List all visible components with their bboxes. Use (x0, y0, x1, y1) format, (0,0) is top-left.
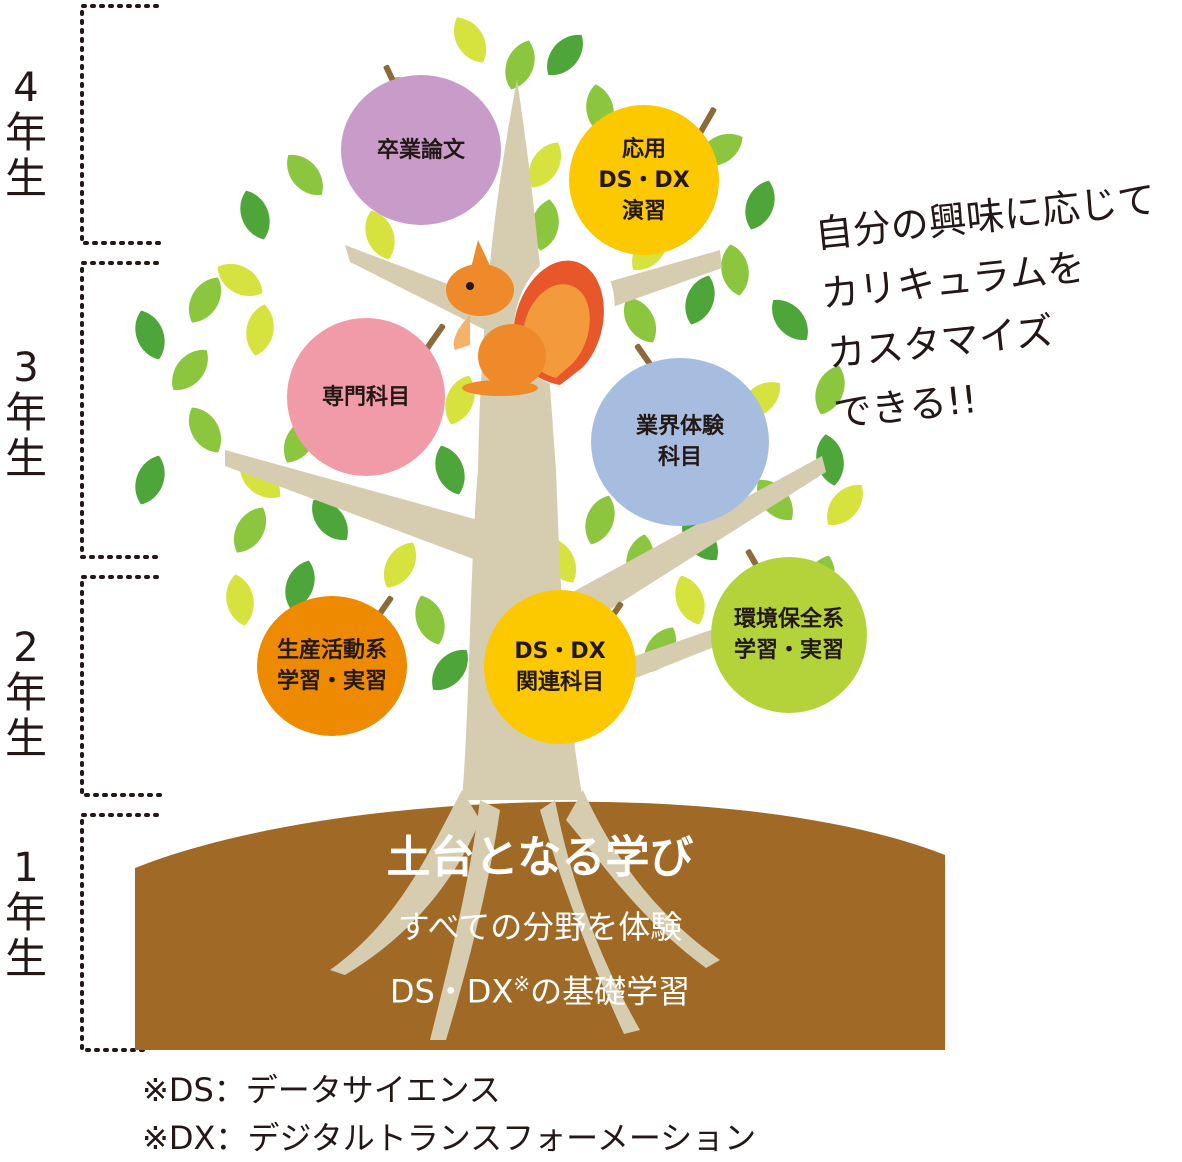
leaf (415, 595, 445, 645)
leaf (365, 210, 395, 260)
leaf (528, 142, 562, 188)
leaf (233, 507, 267, 553)
year-label-2: 2 年 生 (0, 626, 52, 762)
ground-mound (135, 801, 945, 1050)
leaf (585, 495, 615, 545)
leaf (453, 17, 487, 63)
footnote-dx: ※DX：デジタルトランスフォーメーション (142, 1119, 757, 1157)
ground-line2: DS・DX※の基礎学習 (135, 962, 945, 1014)
leaf (312, 500, 348, 540)
leaf (827, 485, 863, 525)
leaf (135, 310, 165, 360)
leaf (547, 35, 583, 75)
customize-callout: 自分の興味に応じて カリキュラムを カスタマイズ できる!! (812, 177, 1158, 436)
leaf (188, 407, 222, 453)
year-kanji: 年 (4, 668, 47, 717)
leaf (240, 190, 270, 240)
ground-line1: すべての分野を体験 (397, 908, 683, 946)
year-kanji: 生 (4, 434, 47, 483)
leaf (505, 40, 535, 90)
fruit-thesis: 卒業論文 (341, 75, 501, 225)
fruit-industry: 業界体験 科目 (591, 358, 769, 526)
ground-line2-mark: ※ (513, 972, 531, 996)
leaf (135, 455, 165, 505)
fruit-label: 業界体験 科目 (635, 414, 724, 470)
fruit-label: 環境保全系 学習・実習 (733, 607, 844, 663)
fruit-applied-dsdx: 応用 DS・DX 演習 (569, 105, 719, 255)
leaf (721, 244, 749, 296)
leaf (246, 304, 274, 356)
year-kanji: 年 (4, 888, 47, 937)
year-kanji: 生 (4, 934, 47, 983)
year-label-4: 4 年 生 (0, 66, 52, 202)
leaf (287, 155, 323, 195)
fruit-production: 生産活動系 学習・実習 (257, 596, 407, 736)
ground-line2-rest: の基礎学習 (530, 972, 691, 1011)
year-number: 3 (13, 345, 39, 391)
leaf (531, 199, 559, 251)
ground-title: 土台となる学び (386, 832, 694, 883)
year-brackets (80, 4, 162, 1052)
leaf (745, 180, 775, 230)
fruit-label: 応用 DS・DX 演習 (598, 136, 690, 224)
fruit-environment: 環境保全系 学習・実習 (711, 557, 867, 713)
fruit-dsdx-related: DS・DX 関連科目 (484, 590, 636, 744)
leaf (226, 574, 254, 626)
year-label-1: 1 年 生 (0, 846, 52, 982)
fruit-label: DS・DX 関連科目 (514, 639, 606, 695)
leaf (383, 542, 417, 588)
year-label-3: 3 年 生 (0, 346, 52, 482)
year-kanji: 生 (4, 154, 47, 203)
leaf (815, 365, 845, 415)
leaf (432, 650, 468, 690)
year-number: 1 (13, 845, 39, 891)
leaf (172, 350, 208, 390)
fruit-specialized: 専門科目 (287, 318, 445, 476)
year-kanji: 年 (4, 108, 47, 157)
fruit-label: 生産活動系 学習・実習 (276, 638, 387, 694)
leaf (685, 275, 715, 325)
squirrel-illustration (446, 240, 615, 396)
leaf (623, 297, 657, 343)
year-kanji: 年 (4, 388, 47, 437)
leaf (772, 300, 808, 340)
fruit-label: 専門科目 (321, 384, 410, 410)
leaf (188, 277, 222, 323)
leaf (285, 560, 315, 610)
ground-line2-main: DS・DX (389, 972, 514, 1011)
leaf (675, 575, 705, 625)
leaf (217, 263, 263, 297)
year-kanji: 生 (4, 714, 47, 763)
leaf (435, 445, 465, 495)
year-number: 4 (13, 65, 39, 111)
fruit-label: 卒業論文 (376, 137, 465, 163)
footnote-ds: ※DS：データサイエンス (142, 1071, 501, 1109)
year-number: 2 (13, 625, 39, 671)
